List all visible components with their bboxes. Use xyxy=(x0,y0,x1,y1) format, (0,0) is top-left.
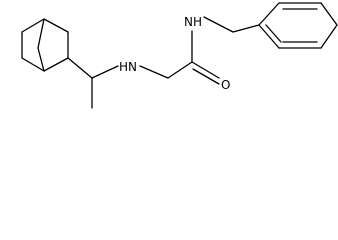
bond xyxy=(21,18,45,33)
bond xyxy=(232,24,260,33)
double-bond xyxy=(191,61,220,79)
bond xyxy=(37,47,45,72)
aromatic-bond xyxy=(265,24,282,43)
bond xyxy=(91,65,119,79)
amine-label: HN xyxy=(119,60,137,74)
bond xyxy=(43,18,69,33)
double-bond xyxy=(192,68,220,85)
bond xyxy=(139,65,169,79)
bond xyxy=(43,57,69,72)
structure-diagram: HN NH O xyxy=(21,2,338,109)
bond xyxy=(37,18,45,49)
amide-nitrogen-label: NH xyxy=(184,15,202,29)
norbornane-ring xyxy=(21,18,69,72)
bond xyxy=(21,57,45,72)
side-chain xyxy=(67,16,234,109)
bond xyxy=(258,2,280,26)
bond xyxy=(320,24,338,49)
benzene-ring xyxy=(232,2,338,49)
bond xyxy=(320,2,338,26)
carbonyl-oxygen-label: O xyxy=(221,78,230,92)
bond xyxy=(203,16,234,33)
bond xyxy=(167,61,193,79)
bond xyxy=(67,57,93,79)
bond xyxy=(258,24,280,49)
